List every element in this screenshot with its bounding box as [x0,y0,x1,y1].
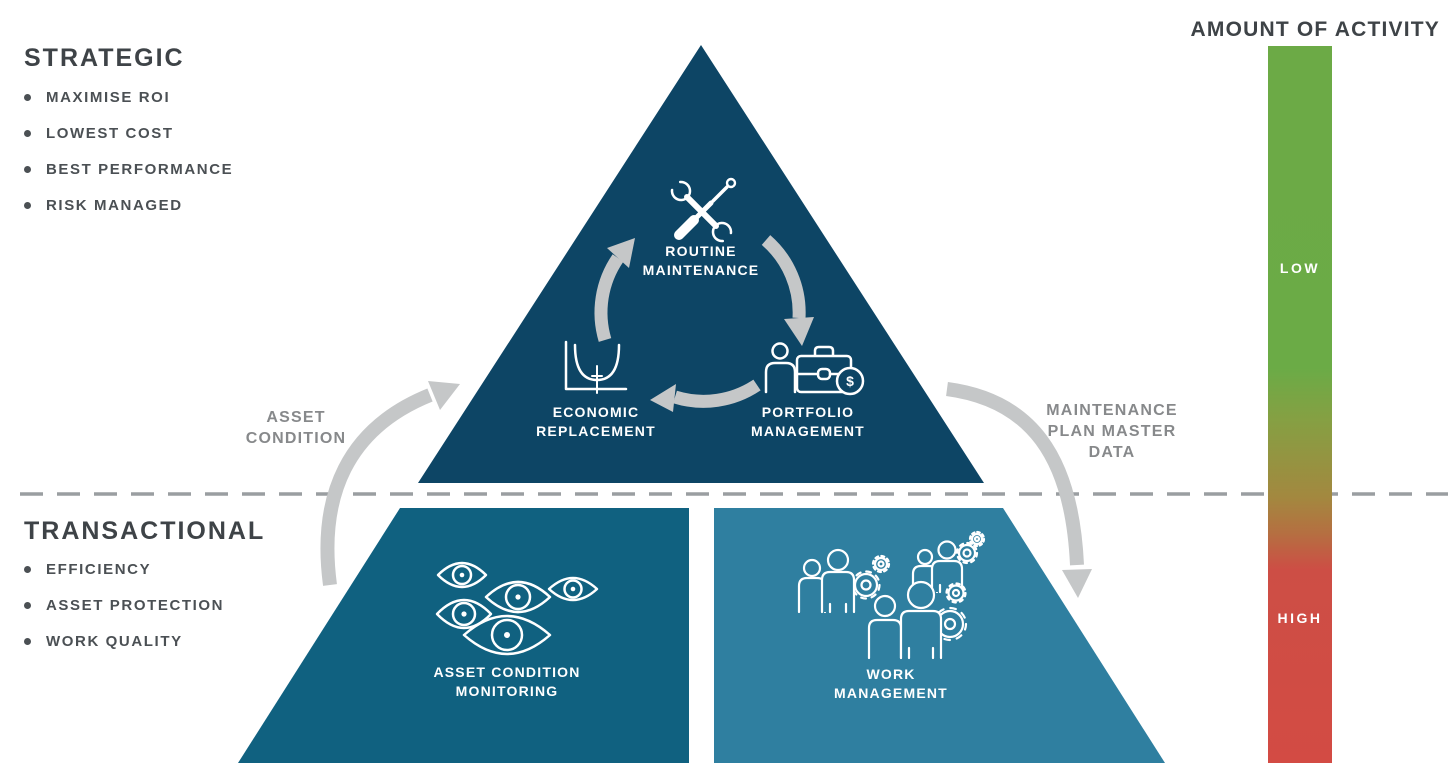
portfolio-management-label: PORTFOLIO MANAGEMENT [708,403,908,441]
people-gears-icon [797,530,986,660]
activity-gradient-bar [1268,46,1332,763]
list-item: RISK MANAGED [24,195,233,215]
list-item: BEST PERFORMANCE [24,159,233,179]
asset-condition-arrow-label: ASSET CONDITION [196,407,396,449]
label-line: MANAGEMENT [834,685,948,701]
cost-curve-icon [564,340,628,394]
bullet-label: ASSET PROTECTION [46,596,225,614]
bullet-label: BEST PERFORMANCE [46,160,234,178]
strategic-bullet-list: MAXIMISE ROI LOWEST COST BEST PERFORMANC… [24,87,233,215]
transactional-bullet-list: EFFICIENCY ASSET PROTECTION WORK QUALITY [24,559,224,651]
asset-condition-arrow [320,381,460,586]
bullet-label: MAXIMISE ROI [46,88,171,106]
bullet-icon [24,201,31,209]
label-line: PLAN MASTER [1047,423,1177,440]
transactional-title: TRANSACTIONAL [24,517,266,545]
bullet-icon [24,129,31,137]
list-item: MAXIMISE ROI [24,87,233,107]
briefcase-dollar-icon: $ [764,342,865,396]
eyes-icon [435,561,599,656]
bullet-icon [24,93,31,101]
maintenance-plan-arrow [946,382,1092,598]
bullet-label: RISK MANAGED [46,196,183,214]
list-item: EFFICIENCY [24,559,224,579]
list-item: LOWEST COST [24,123,233,143]
label-line: DATA [1088,444,1136,461]
bullet-label: LOWEST COST [46,124,174,142]
label-line: REPLACEMENT [536,423,656,439]
label-line: MAINTENANCE [642,262,760,278]
economic-replacement-label: ECONOMIC REPLACEMENT [496,403,696,441]
routine-maintenance-label: ROUTINE MAINTENANCE [601,242,801,280]
bullet-label: WORK QUALITY [46,632,183,650]
list-item: ASSET PROTECTION [24,595,224,615]
label-line: ASSET CONDITION [433,664,581,680]
label-line: ECONOMIC [552,404,640,420]
high-label: HIGH [1277,610,1323,626]
bullet-icon [24,165,31,173]
asset-condition-monitoring-label: ASSET CONDITION MONITORING [377,663,637,701]
bullet-icon [24,601,31,609]
low-label: LOW [1279,260,1321,276]
label-line: MONITORING [455,683,559,699]
list-item: WORK QUALITY [24,631,224,651]
tools-icon [670,177,737,243]
dollar-symbol: $ [846,373,854,389]
work-management-label: WORK MANAGEMENT [791,665,991,703]
label-line: CONDITION [245,430,347,447]
strategic-title: STRATEGIC [24,44,185,72]
cycle-arrows [594,235,814,412]
label-line: WORK [866,666,916,682]
maintenance-plan-arrow-label: MAINTENANCE PLAN MASTER DATA [1002,400,1222,463]
label-line: PORTFOLIO [761,404,855,420]
bullet-icon [24,565,31,573]
label-line: ROUTINE [665,243,737,259]
label-line: MANAGEMENT [751,423,865,439]
bullet-label: EFFICIENCY [46,560,152,578]
label-line: MAINTENANCE [1046,402,1178,419]
bullet-icon [24,637,31,645]
label-line: ASSET [266,409,326,426]
activity-scale-title: AMOUNT OF ACTIVITY [1190,18,1440,41]
